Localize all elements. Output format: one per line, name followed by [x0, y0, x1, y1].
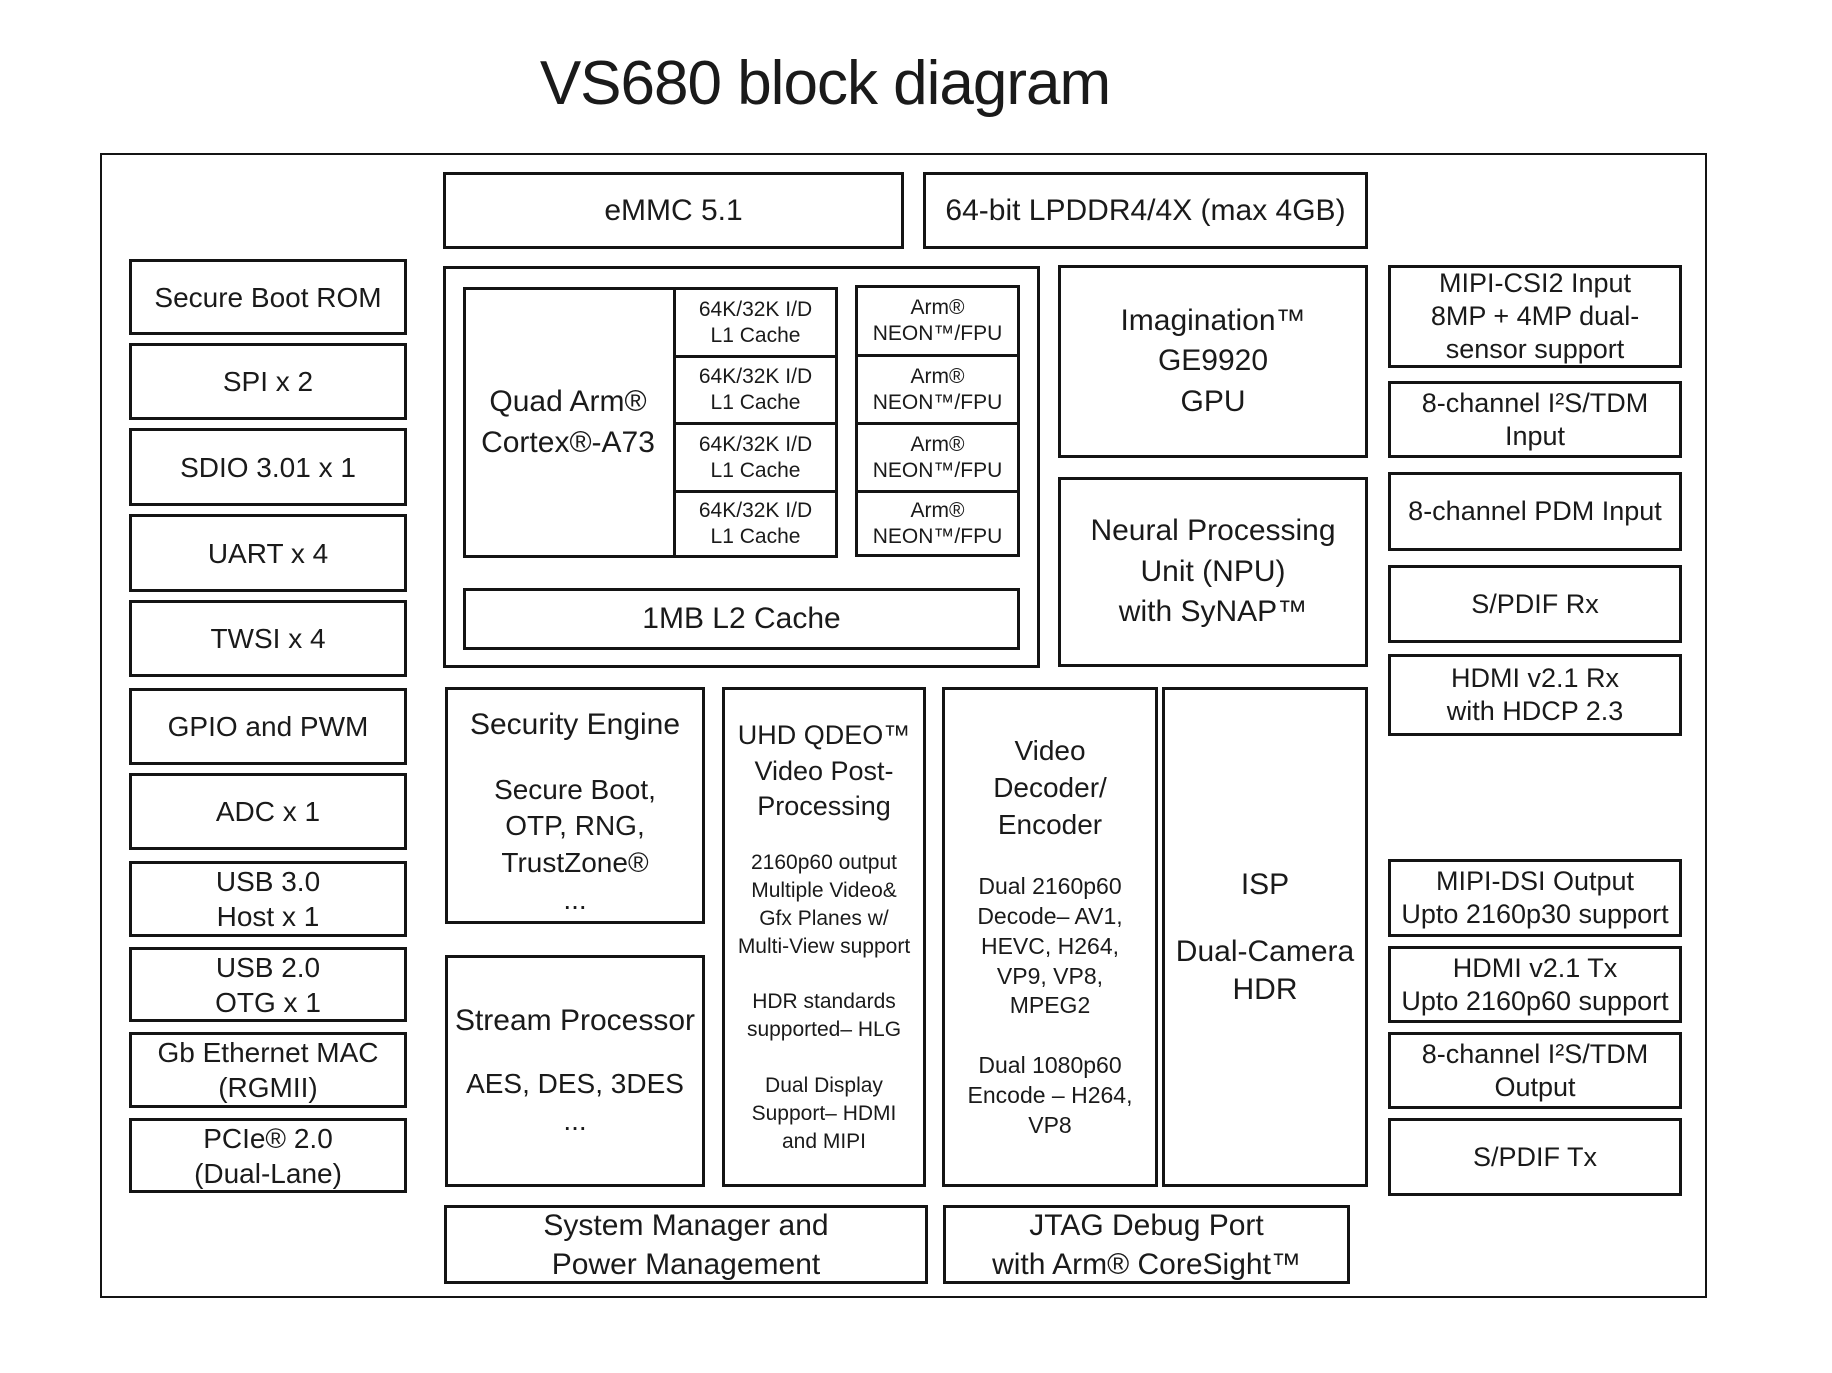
block-i2s-tdm-output: 8-channel I²S/TDM Output: [1388, 1032, 1682, 1109]
block-security-engine: Security Engine Secure Boot, OTP, RNG, T…: [445, 687, 705, 924]
block-gpio-pwm: GPIO and PWM: [129, 688, 407, 765]
l1-cache-cell-1: 64K/32K I/D L1 Cache: [673, 287, 838, 358]
block-usb3-host: USB 3.0 Host x 1: [129, 861, 407, 937]
block-mipi-csi2-input: MIPI-CSI2 Input 8MP + 4MP dual- sensor s…: [1388, 265, 1682, 368]
block-stream-processor: Stream Processor AES, DES, 3DES ...: [445, 955, 705, 1187]
l1-cache-cell-2: 64K/32K I/D L1 Cache: [673, 355, 838, 425]
block-secure-boot-rom: Secure Boot ROM: [129, 259, 407, 335]
block-system-manager: System Manager and Power Management: [444, 1205, 928, 1284]
block-gb-ethernet-mac: Gb Ethernet MAC (RGMII): [129, 1032, 407, 1108]
neon-fpu-cell-3: Arm® NEON™/FPU: [855, 422, 1020, 493]
neon-fpu-cell-2: Arm® NEON™/FPU: [855, 354, 1020, 425]
block-jtag-debug: JTAG Debug Port with Arm® CoreSight™: [943, 1205, 1350, 1284]
block-isp: ISP Dual-Camera HDR: [1162, 687, 1368, 1187]
block-spdif-tx: S/PDIF Tx: [1388, 1118, 1682, 1196]
neon-fpu-cell-1: Arm® NEON™/FPU: [855, 285, 1020, 357]
block-l2-cache: 1MB L2 Cache: [463, 588, 1020, 650]
block-emmc: eMMC 5.1: [443, 172, 904, 249]
l1-cache-cell-3: 64K/32K I/D L1 Cache: [673, 422, 838, 493]
cortex-a73-label: Quad Arm® Cortex®-A73: [481, 385, 655, 459]
block-video-decoder-encoder: Video Decoder/ Encoder Dual 2160p60 Deco…: [942, 687, 1158, 1187]
block-spdif-rx: S/PDIF Rx: [1388, 565, 1682, 643]
block-adc: ADC x 1: [129, 773, 407, 850]
block-hdmi-rx: HDMI v2.1 Rx with HDCP 2.3: [1388, 654, 1682, 736]
block-i2s-tdm-input: 8-channel I²S/TDM Input: [1388, 381, 1682, 458]
block-uart: UART x 4: [129, 514, 407, 592]
block-usb2-otg: USB 2.0 OTG x 1: [129, 947, 407, 1022]
block-twsi: TWSI x 4: [129, 600, 407, 677]
isp-features: Dual-Camera HDR: [1175, 935, 1355, 1006]
block-sdio: SDIO 3.01 x 1: [129, 428, 407, 506]
block-pcie: PCIe® 2.0 (Dual-Lane): [129, 1118, 407, 1193]
diagram-title: VS680 block diagram: [539, 49, 1111, 118]
block-uhd-qdeo-video-post-processing: UHD QDEO™ Video Post- Processing 2160p60…: [722, 687, 926, 1187]
block-pdm-input: 8-channel PDM Input: [1388, 472, 1682, 551]
block-lpddr: 64-bit LPDDR4/4X (max 4GB): [923, 172, 1368, 249]
video-codec-heading: Video Decoder/ Encoder: [993, 735, 1107, 840]
block-spi: SPI x 2: [129, 343, 407, 420]
block-gpu: Imagination™ GE9920 GPU: [1058, 265, 1368, 458]
block-hdmi-tx: HDMI v2.1 Tx Upto 2160p60 support: [1388, 946, 1682, 1023]
video-post-processing-features: 2160p60 output Multiple Video& Gfx Plane…: [737, 850, 911, 1154]
video-codec-features: Dual 2160p60 Decode– AV1, HEVC, H264, VP…: [967, 872, 1133, 1139]
security-engine-features: Secure Boot, OTP, RNG, TrustZone® ...: [494, 773, 656, 916]
stream-processor-heading: Stream Processor: [454, 1004, 696, 1038]
block-mipi-dsi-output: MIPI-DSI Output Upto 2160p30 support: [1388, 859, 1682, 937]
block-npu: Neural Processing Unit (NPU) with SyNAP™: [1058, 477, 1368, 667]
neon-fpu-cell-4: Arm® NEON™/FPU: [855, 490, 1020, 557]
security-engine-heading: Security Engine: [469, 708, 681, 741]
chip-boundary-frame: [100, 153, 1707, 1298]
l1-cache-cell-4: 64K/32K I/D L1 Cache: [673, 490, 838, 558]
isp-heading: ISP: [1240, 867, 1290, 901]
stream-processor-features: AES, DES, 3DES ...: [466, 1067, 684, 1136]
video-post-processing-heading: UHD QDEO™ Video Post- Processing: [737, 719, 911, 822]
